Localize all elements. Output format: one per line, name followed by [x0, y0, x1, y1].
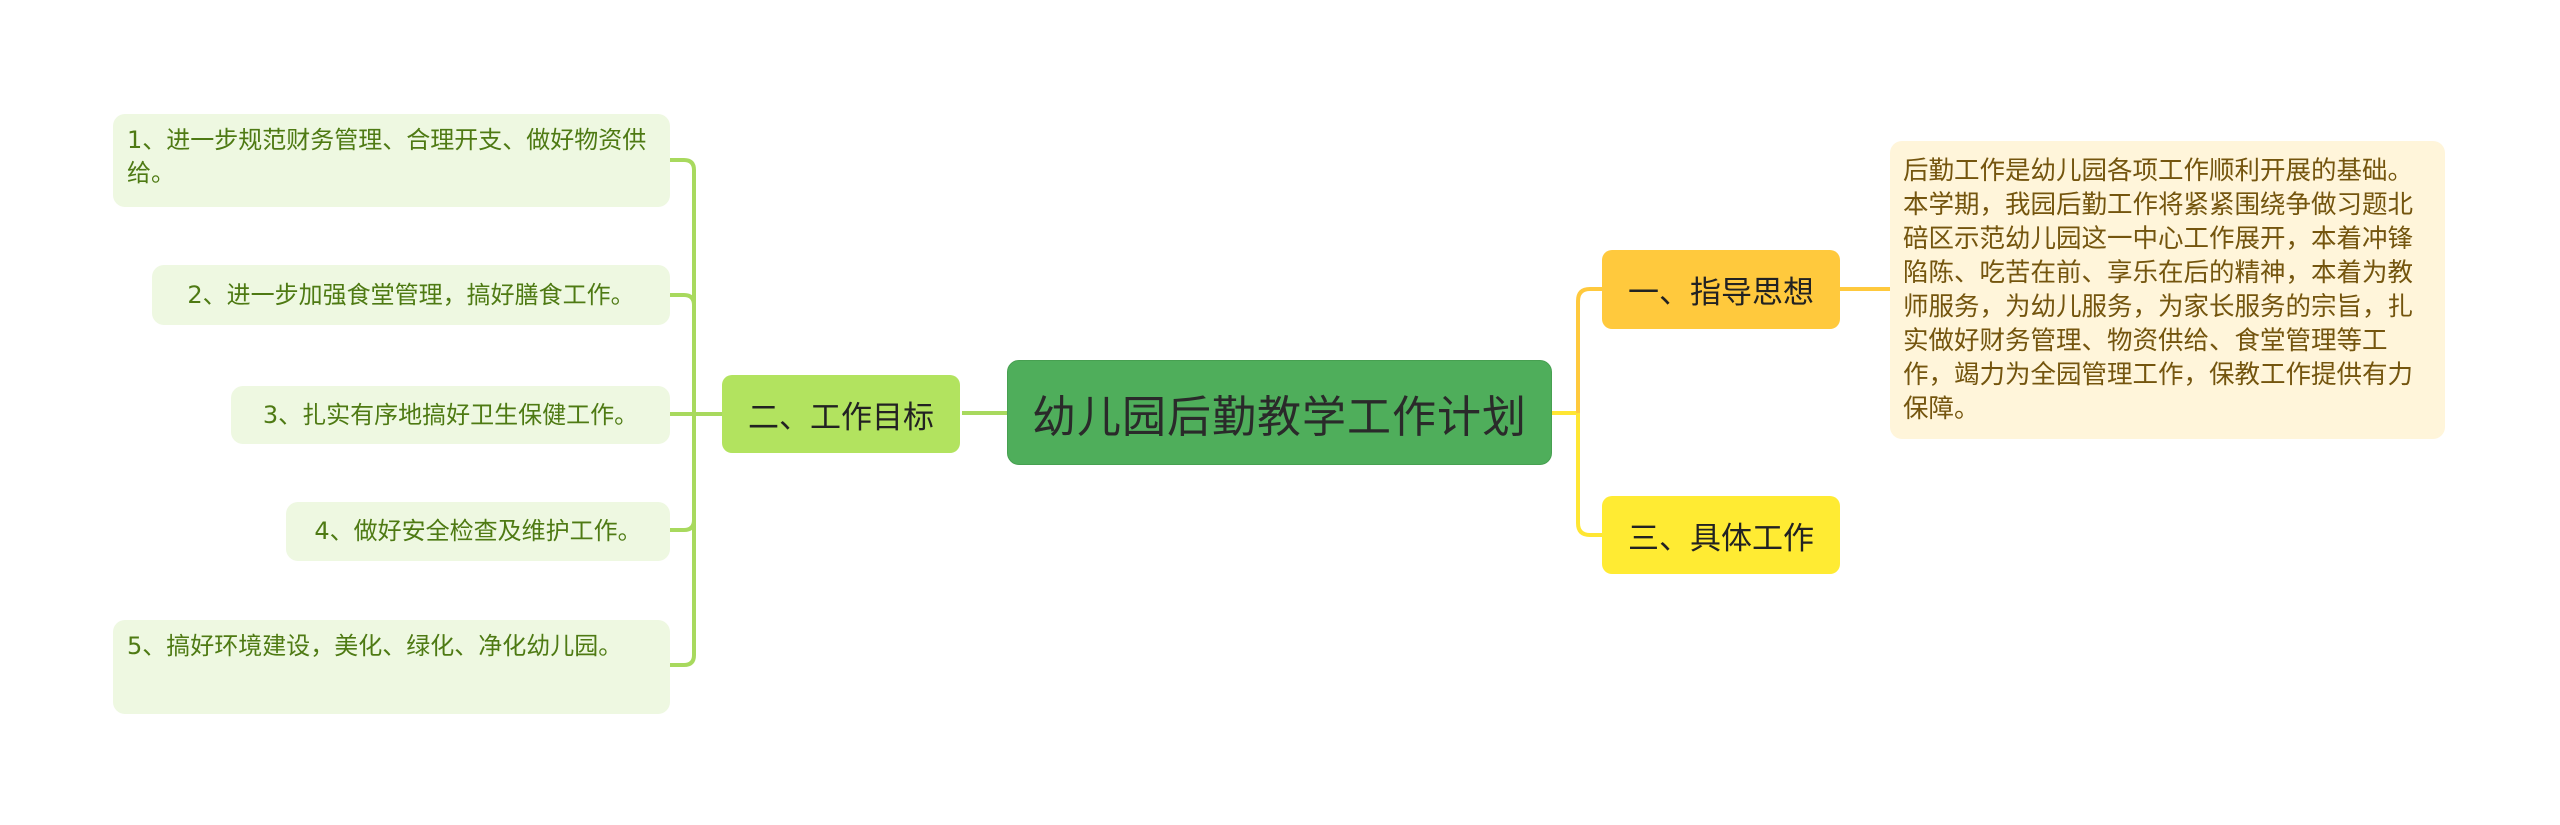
subtopic-goal-4[interactable]: 4、做好安全检查及维护工作。 [286, 502, 670, 561]
branch-specific-work[interactable]: 三、具体工作 [1602, 496, 1840, 574]
subtopic-goal-5[interactable]: 5、搞好环境建设，美化、绿化、净化幼儿园。 [113, 620, 670, 714]
detail-text: 后勤工作是幼儿园各项工作顺利开展的基础。本学期，我园后勤工作将紧紧围绕争做习题北… [1903, 156, 2414, 424]
branch-work-goals[interactable]: 二、工作目标 [722, 375, 960, 453]
subtopic-goal-2[interactable]: 2、进一步加强食堂管理，搞好膳食工作。 [152, 265, 670, 325]
subtopic-goal-3[interactable]: 3、扎实有序地搞好卫生保健工作。 [231, 386, 670, 444]
root-topic[interactable]: 幼儿园后勤教学工作计划 [1007, 360, 1552, 465]
subtopic-label: 5、搞好环境建设，美化、绿化、净化幼儿园。 [127, 632, 623, 660]
branch-guiding-thought[interactable]: 一、指导思想 [1602, 250, 1840, 329]
subtopic-label: 3、扎实有序地搞好卫生保健工作。 [262, 400, 639, 429]
subtopic-label: 1、进一步规范财务管理、合理开支、做好物资供给。 [127, 126, 647, 187]
subtopic-goal-1[interactable]: 1、进一步规范财务管理、合理开支、做好物资供给。 [113, 114, 670, 207]
branch-label: 二、工作目标 [748, 399, 934, 436]
root-topic-label: 幼儿园后勤教学工作计划 [1032, 391, 1527, 443]
subtopic-label: 4、做好安全检查及维护工作。 [314, 517, 642, 545]
subtopic-guiding-thought-detail[interactable]: 后勤工作是幼儿园各项工作顺利开展的基础。本学期，我园后勤工作将紧紧围绕争做习题北… [1890, 141, 2445, 439]
branch-label: 一、指导思想 [1628, 275, 1814, 311]
branch-label: 三、具体工作 [1628, 520, 1814, 557]
subtopic-label: 2、进一步加强食堂管理，搞好膳食工作。 [187, 280, 635, 309]
